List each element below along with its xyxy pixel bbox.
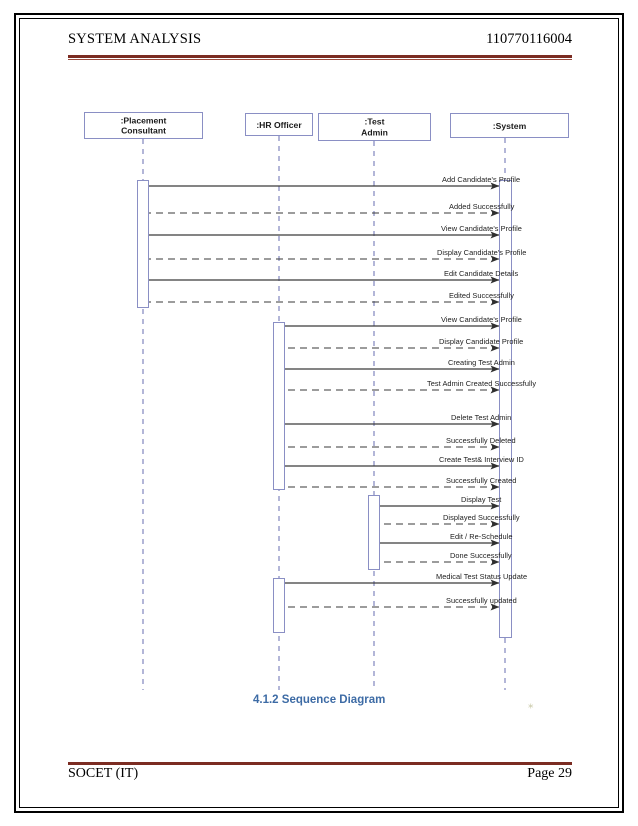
message-label-19: Medical Test Status Update [436, 572, 528, 581]
footer-rule [68, 762, 572, 765]
message-label-8: Display Candidate Profile [439, 337, 524, 346]
activation-bar-hr[interactable] [273, 578, 285, 633]
message-label-20: Successfully updated [446, 596, 517, 605]
activation-bar-system[interactable] [499, 180, 512, 638]
page-border-inner [19, 18, 619, 808]
message-label-7: View Candidate's Profile [441, 315, 522, 324]
lifeline-header-system[interactable]: :System [450, 113, 569, 138]
message-label-11: Delete Test Admin [451, 413, 512, 422]
page-footer: SOCET (IT) Page 29 [68, 766, 572, 786]
lifeline-label-hr: :HR Officer [256, 119, 302, 130]
message-label-14: Successfully Created [446, 476, 517, 485]
header-rule-thin [68, 59, 572, 60]
message-label-2: Added Successfully [449, 202, 515, 211]
header-rule [68, 55, 572, 58]
message-label-10: Test Admin Created Successfully [427, 379, 537, 388]
lifeline-label-placement: :Placement Consultant [120, 115, 167, 136]
page-border-outer [14, 13, 624, 813]
message-label-5: Edit Candidate Details [444, 269, 519, 278]
message-label-17: Edit / Re-Schedule [450, 532, 513, 541]
message-label-18: Done Successfully [450, 551, 512, 560]
lifeline-header-hr[interactable]: :HR Officer [245, 113, 313, 136]
message-label-9: Creating Test Admin [448, 358, 515, 367]
header-title: SYSTEM ANALYSIS [68, 31, 202, 47]
activation-bar-placement[interactable] [137, 180, 149, 308]
header-enrollment-no: 110770116004 [486, 31, 572, 47]
page-artifact: ⁎ [528, 699, 534, 711]
message-label-12: Successfully Deleted [446, 436, 516, 445]
footer-institute: SOCET (IT) [68, 766, 139, 781]
lifeline-label-testadmin: :Test Admin [361, 116, 388, 138]
message-label-13: Create Test& Interview ID [439, 455, 524, 464]
message-label-3: View Candidate's Profile [441, 224, 522, 233]
activation-bar-hr[interactable] [273, 322, 285, 490]
message-label-4: Display Candidate's Profile [437, 248, 527, 257]
message-label-6: Edited Successfully [449, 291, 515, 300]
message-label-16: Displayed Successfully [443, 513, 520, 522]
page-header: SYSTEM ANALYSIS 110770116004 [68, 31, 572, 53]
footer-page-label: Page 29 [527, 766, 572, 781]
figure-caption: 4.1.2 Sequence Diagram [253, 694, 386, 706]
lifeline-header-placement[interactable]: :Placement Consultant [84, 112, 203, 139]
messages-group [149, 182, 500, 611]
message-label-15: Display Test [461, 495, 502, 504]
message-label-1: Add Candidate's Profile [442, 175, 521, 184]
activation-bar-testadmin[interactable] [368, 495, 380, 570]
lifeline-label-system: :System [492, 120, 527, 131]
lifeline-header-testadmin[interactable]: :Test Admin [318, 113, 431, 141]
